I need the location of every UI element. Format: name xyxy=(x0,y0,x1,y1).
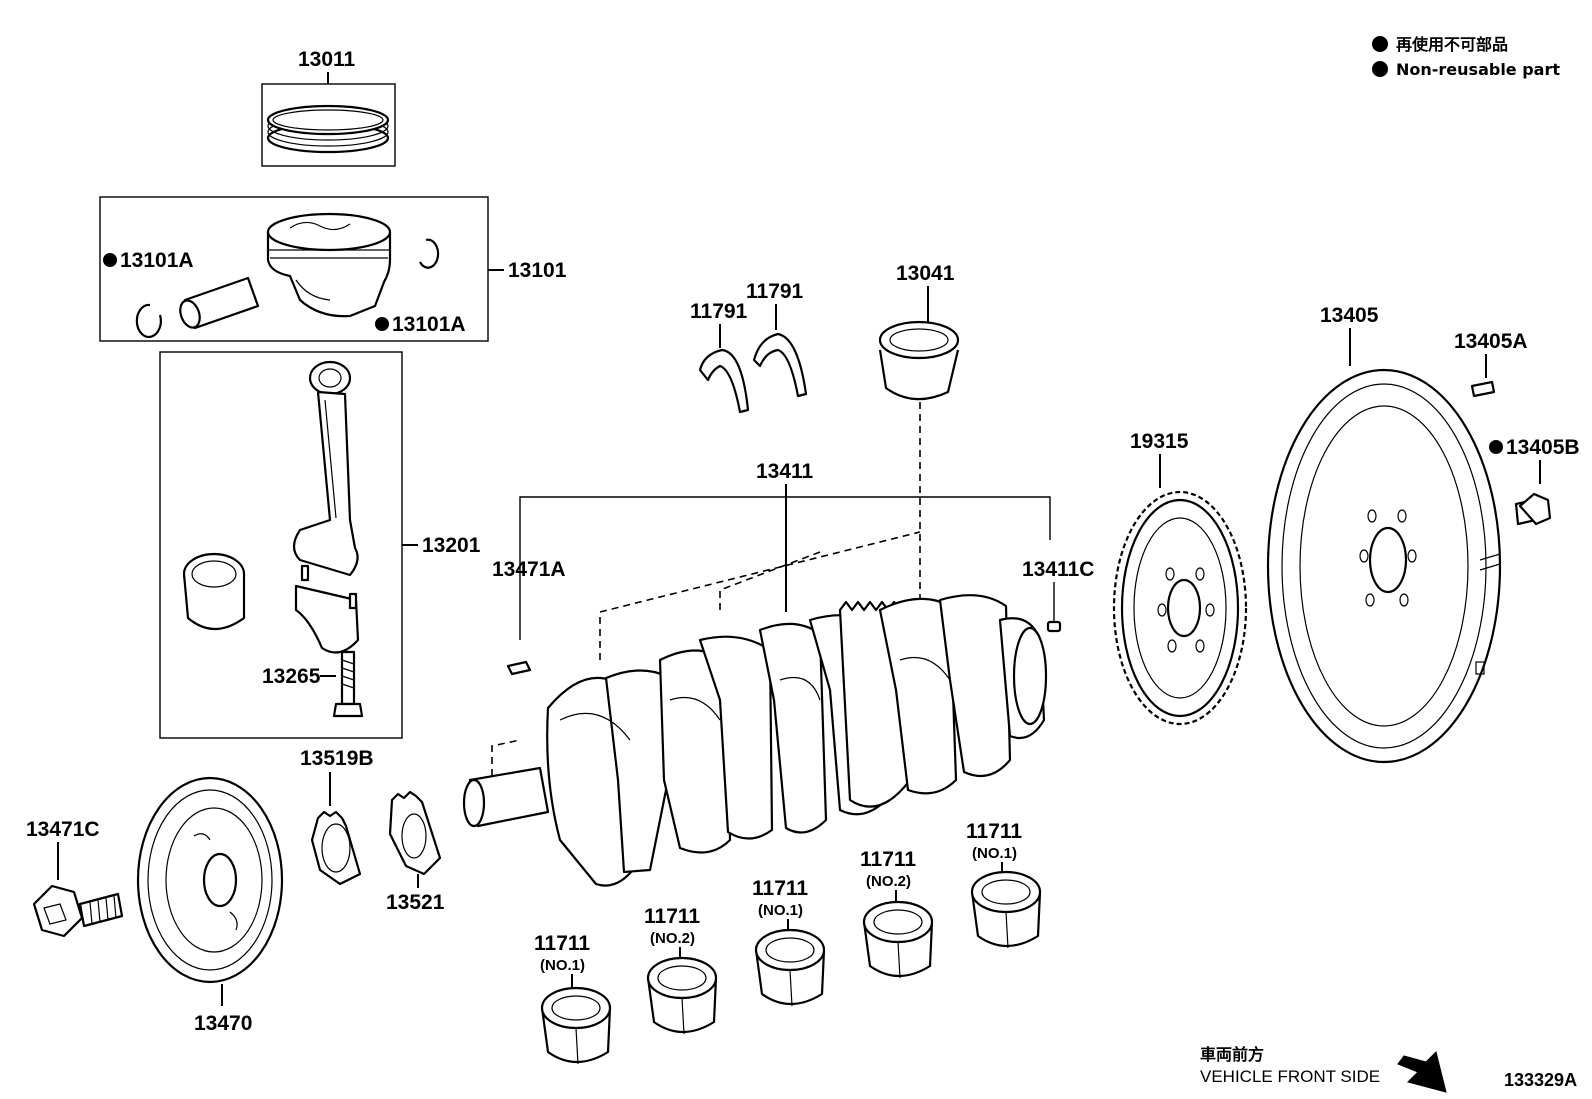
label-13041: 13041 xyxy=(896,262,955,285)
part-11711-b5[interactable]: 11711 (NO.1) xyxy=(966,820,1042,949)
label-13405A: 13405A xyxy=(1454,330,1528,353)
timing-rotor-icon xyxy=(1112,490,1248,726)
main-bearing-icon xyxy=(540,986,612,1065)
vehicle-front-direction: 車両前方 VEHICLE FRONT SIDE xyxy=(1200,1045,1447,1093)
label-11711-sub-b: (NO.2) xyxy=(650,930,695,947)
part-11711-b1[interactable]: 11711 (NO.1) xyxy=(534,932,612,1065)
label-13101A-left: 13101A xyxy=(120,249,194,272)
label-13470: 13470 xyxy=(194,1012,252,1035)
label-11791-a: 11791 xyxy=(690,300,748,323)
main-bearing-icon xyxy=(970,870,1042,949)
filled-circle-icon xyxy=(1372,36,1388,52)
part-13471C[interactable]: 13471C xyxy=(26,818,124,938)
key-icon xyxy=(506,660,532,676)
label-13405B: 13405B xyxy=(1506,436,1580,459)
non-reusable-marker-icon xyxy=(1489,440,1503,454)
part-11711-b2[interactable]: 11711 (NO.2) xyxy=(644,905,718,1035)
flywheel-icon xyxy=(1266,368,1502,764)
label-11711-sub-e: (NO.1) xyxy=(972,845,1017,862)
part-13519B[interactable]: 13519B xyxy=(300,747,374,886)
bushing-icon xyxy=(878,320,960,401)
non-reusable-marker-icon xyxy=(103,253,117,267)
rod-bearing-icon xyxy=(182,552,246,630)
pulley-bolt-icon xyxy=(32,884,124,938)
piston-icon xyxy=(266,212,392,318)
crankshaft-icon xyxy=(462,531,1048,887)
main-bearing-icon xyxy=(862,900,934,979)
legend: 再使用不可部品 Non-reusable part xyxy=(1372,35,1560,79)
part-19315[interactable]: 19315 xyxy=(1112,430,1248,726)
figure-code: 133329A xyxy=(1504,1070,1577,1090)
direction-en: VEHICLE FRONT SIDE xyxy=(1200,1067,1380,1086)
label-13411C: 13411C xyxy=(1022,558,1094,581)
label-13101: 13101 xyxy=(508,259,567,282)
thrust-washer-icon xyxy=(698,348,750,414)
piston-pin-icon xyxy=(179,276,260,330)
thrust-washer-icon xyxy=(752,332,808,398)
crankshaft-pulley-icon xyxy=(136,776,284,984)
main-bearing-icon xyxy=(754,928,826,1007)
label-13471C: 13471C xyxy=(26,818,100,841)
oil-pump-drive-gear-icon xyxy=(310,810,362,886)
part-11791[interactable]: 11791 11791 xyxy=(690,280,808,414)
label-11711-sub-d: (NO.2) xyxy=(866,873,911,890)
dowel-pin-icon xyxy=(1470,380,1496,398)
part-13405[interactable]: 13405 13405A 13405B xyxy=(1266,304,1580,764)
direction-jp: 車両前方 xyxy=(1200,1045,1264,1064)
label-13521: 13521 xyxy=(386,891,445,914)
filled-circle-icon xyxy=(1372,61,1388,77)
legend-jp: 再使用不可部品 xyxy=(1396,35,1508,54)
piston-ring-icon xyxy=(266,104,390,154)
part-13470[interactable]: 13470 xyxy=(136,776,284,1035)
main-bearing-icon xyxy=(646,956,718,1035)
crankshaft-timing-gear-icon xyxy=(388,790,442,876)
rod-bolt-icon xyxy=(332,650,364,718)
label-11711-sub-c: (NO.1) xyxy=(758,902,803,919)
label-13201: 13201 xyxy=(422,534,481,557)
part-13411[interactable]: 13411 13471A 13411C xyxy=(462,460,1094,887)
label-11711-no1-b: 11711 xyxy=(752,877,808,900)
label-11711-no1-a: 11711 xyxy=(534,932,590,955)
non-reusable-marker-icon xyxy=(375,317,389,331)
label-11711-no1-c: 11711 xyxy=(966,820,1022,843)
part-13101[interactable]: 13101 13101A 13101A xyxy=(99,196,567,342)
label-13471A: 13471A xyxy=(492,558,566,581)
label-11711-no2-b: 11711 xyxy=(860,848,916,871)
snap-ring-icon xyxy=(419,238,440,269)
label-13265: 13265 xyxy=(262,665,321,688)
label-13011: 13011 xyxy=(298,48,356,71)
pin-icon xyxy=(1046,620,1062,633)
part-11711-b4[interactable]: 11711 (NO.2) xyxy=(860,848,934,979)
arrow-down-right-icon xyxy=(1397,1051,1447,1093)
label-13101A-right: 13101A xyxy=(392,313,466,336)
part-13011[interactable]: 13011 xyxy=(261,48,396,167)
part-13201[interactable]: 13201 13265 xyxy=(159,351,481,739)
label-11711-no2-a: 11711 xyxy=(644,905,700,928)
part-13041[interactable]: 13041 xyxy=(878,262,960,600)
part-11711-b3[interactable]: 11711 (NO.1) xyxy=(752,877,826,1007)
connecting-rod-icon xyxy=(292,360,360,654)
label-13519B: 13519B xyxy=(300,747,374,770)
legend-en: Non-reusable part xyxy=(1396,60,1560,79)
part-13521[interactable]: 13521 xyxy=(386,790,445,914)
flywheel-bolt-icon xyxy=(1514,492,1552,526)
label-13405: 13405 xyxy=(1320,304,1379,327)
label-11791-b: 11791 xyxy=(746,280,804,303)
label-19315: 19315 xyxy=(1130,430,1189,453)
label-11711-sub-a: (NO.1) xyxy=(540,957,585,974)
label-13411: 13411 xyxy=(756,460,814,483)
snap-ring-icon xyxy=(135,303,162,338)
